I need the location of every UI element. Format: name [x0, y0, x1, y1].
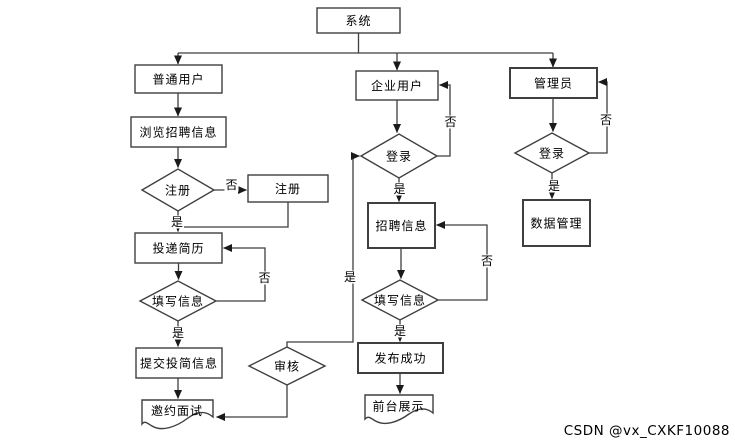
- node-register-action-shape: [247, 174, 329, 203]
- node-admin-shape: [509, 67, 598, 99]
- node-system: 系统: [316, 7, 401, 34]
- node-audit-shape: [247, 346, 327, 386]
- node-job-info-shape: [367, 202, 436, 249]
- node-fill-info-mid: 填写信息: [360, 279, 440, 321]
- node-login-mid-label: 登录: [386, 149, 412, 164]
- edge-label-login-right-no: 否: [599, 113, 613, 127]
- edge-labels: 否 是 否 是 否 是 否 是: [170, 113, 613, 340]
- node-register-decision-label: 注册: [165, 183, 191, 198]
- node-ordinary-user-shape: [134, 64, 223, 94]
- node-login-right: 登录: [513, 132, 591, 174]
- node-login-right-label: 登录: [539, 146, 565, 161]
- node-enterprise-user-label: 企业用户: [371, 78, 423, 93]
- edge-label-bg: [171, 326, 185, 340]
- edge-label-text: 是: [394, 324, 406, 338]
- node-system-shape: [316, 7, 401, 34]
- node-submit-resume-info: 提交投简信息: [135, 347, 223, 379]
- edge-register-return: [178, 202, 289, 228]
- node-admin: 管理员: [509, 67, 598, 99]
- node-enterprise-user-shape: [355, 70, 439, 101]
- node-publish-success-shape: [357, 342, 444, 374]
- node-register-decision-shape: [140, 168, 216, 212]
- edge-label-text: 是: [172, 326, 184, 340]
- node-submit-resume-info-label: 提交投简信息: [140, 356, 218, 371]
- edge-label-bg: [480, 254, 494, 268]
- node-front-display-label: 前台展示: [372, 399, 424, 414]
- node-fill-info-mid-shape: [360, 279, 440, 321]
- node-interview-invite-shape: [141, 399, 214, 430]
- edge-label-text: 否: [481, 254, 493, 268]
- node-login-right-shape: [513, 132, 591, 174]
- node-system-label: 系统: [345, 14, 371, 28]
- node-register-action-label: 注册: [275, 181, 301, 196]
- node-submit-resume-shape: [134, 232, 223, 264]
- node-login-mid-shape: [359, 133, 439, 179]
- node-submit-resume-info-shape: [135, 347, 223, 379]
- node-fill-info-mid-label: 填写信息: [374, 293, 426, 308]
- node-job-info: 招聘信息: [367, 202, 436, 249]
- node-register-action: 注册: [247, 174, 329, 203]
- node-job-info-label: 招聘信息: [375, 218, 427, 233]
- edge-label-text: 是: [344, 270, 356, 284]
- node-browse-jobs: 浏览招聘信息: [130, 116, 227, 148]
- node-browse-jobs-label: 浏览招聘信息: [139, 125, 217, 140]
- node-front-display-shape: [364, 394, 434, 425]
- node-admin-label: 管理员: [534, 76, 573, 91]
- node-front-display: 前台展示: [364, 394, 434, 425]
- edge-label-fillinfo-left-yes: 是: [171, 326, 185, 340]
- edge-label-bg: [170, 215, 184, 229]
- edge-fillinfo-mid-no-loop: [436, 221, 488, 301]
- edge-label-text: 是: [171, 215, 183, 229]
- node-publish-success: 发布成功: [357, 342, 444, 374]
- edge-label-bg: [392, 182, 407, 196]
- edge-label-text: 是: [548, 179, 560, 193]
- node-submit-resume: 投递简历: [134, 232, 223, 264]
- edge-label-text: 否: [225, 178, 237, 192]
- node-submit-resume-label: 投递简历: [152, 241, 204, 256]
- edge-label-bg: [599, 113, 613, 127]
- edge-label-register-no: 否: [224, 178, 239, 192]
- edge-label-bg: [443, 115, 458, 129]
- node-interview-invite-label: 邀约面试: [151, 403, 203, 418]
- edge-label-text: 否: [600, 113, 612, 127]
- node-ordinary-user: 普通用户: [134, 64, 223, 94]
- edge-label-login-right-yes: 是: [547, 179, 561, 193]
- node-data-management-shape: [522, 199, 591, 247]
- edge-label-fillinfo-left-no: 否: [257, 271, 272, 285]
- node-audit: 审核: [247, 346, 327, 386]
- edge-label-register-yes: 是: [170, 215, 184, 229]
- node-fill-info-left: 填写信息: [138, 280, 218, 322]
- watermark: CSDN @vx_CXKF10088: [564, 423, 730, 439]
- node-publish-success-label: 发布成功: [374, 351, 426, 366]
- edge-label-text: 否: [444, 115, 456, 129]
- node-audit-label: 审核: [274, 359, 300, 374]
- node-fill-info-left-label: 填写信息: [152, 294, 204, 309]
- edge-label-audit-yes: 是: [343, 270, 357, 284]
- edge-label-login-mid-no: 否: [443, 115, 458, 129]
- edge-label-text: 是: [393, 182, 405, 196]
- edge-audit-to-interview: [216, 385, 288, 421]
- edge-label-text: 否: [258, 271, 270, 285]
- edge-label-bg: [224, 178, 239, 192]
- edge-label-bg: [393, 324, 407, 338]
- edge-audit-to-login: [286, 152, 360, 347]
- node-ordinary-user-label: 普通用户: [152, 72, 204, 87]
- nodes: 系统 普通用户 浏览招聘信息 注册 注册 投递简历 填写信息 提交: [130, 7, 598, 430]
- node-register-decision: 注册: [140, 168, 216, 212]
- node-data-management: 数据管理: [522, 199, 591, 247]
- edge-label-bg: [257, 271, 272, 285]
- edge-label-fillinfo-mid-yes: 是: [393, 324, 407, 338]
- edge-label-login-mid-yes: 是: [392, 182, 407, 196]
- node-fill-info-left-shape: [138, 280, 218, 322]
- node-enterprise-user: 企业用户: [355, 70, 439, 101]
- edge-label-bg: [547, 179, 561, 193]
- node-browse-jobs-shape: [130, 116, 227, 148]
- edge-label-fillinfo-mid-no: 否: [480, 254, 494, 268]
- edge-label-bg: [343, 270, 357, 284]
- node-login-mid: 登录: [359, 133, 439, 179]
- node-data-management-label: 数据管理: [530, 216, 582, 231]
- node-interview-invite: 邀约面试: [141, 399, 214, 430]
